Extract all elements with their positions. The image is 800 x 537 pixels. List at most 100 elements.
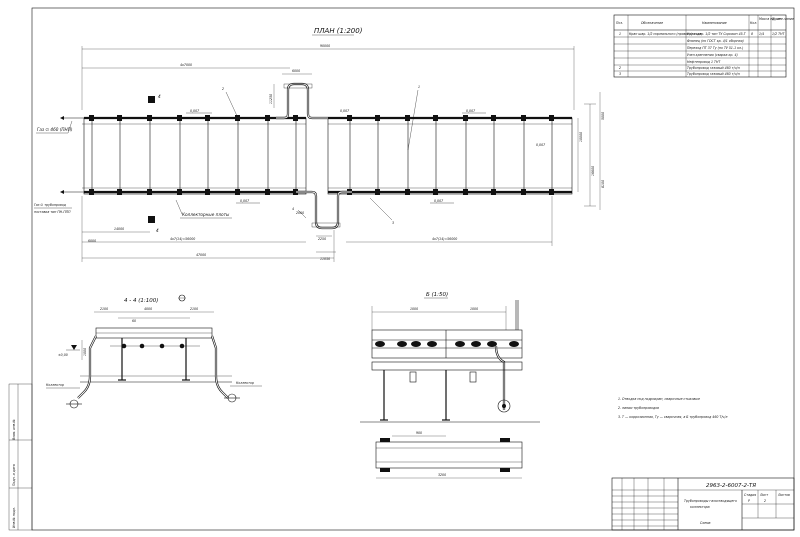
spec-header-mass: Масса ед., кг bbox=[759, 17, 781, 21]
dim-loop-c: 2000 bbox=[296, 211, 304, 215]
spec-cell: Трубопровод газовый 460 т/ч/л bbox=[687, 72, 740, 76]
section-marker-top-label: 4 bbox=[158, 94, 161, 99]
note-3: 3. Т — коррозионная, Ту — сварочная, а Б… bbox=[618, 415, 727, 419]
dim-bottom-small: 11050 bbox=[320, 257, 330, 261]
gas-outlet-label-1: Газ ∅ трубопровод bbox=[34, 203, 67, 207]
section-b-view: Б (1:50) 1000 1000 bbox=[360, 292, 540, 479]
section-a-dim-a: 2100 bbox=[100, 307, 108, 311]
section-marker-top bbox=[148, 96, 155, 103]
dim-side-4: 8100 bbox=[601, 180, 605, 188]
spec-header-pos: Поз. bbox=[616, 21, 623, 25]
section-b-valve bbox=[497, 399, 511, 413]
pos-3-label: 3 bbox=[392, 221, 394, 225]
slope-5: 0,007 bbox=[434, 199, 443, 203]
spec-header-note: Приме-чание bbox=[772, 17, 794, 21]
spec-cell: Трубопровод газовый 460 т/ч/л bbox=[687, 66, 740, 70]
title-sheet-label: Лист bbox=[759, 493, 768, 497]
drawing-name-2: коллектора bbox=[690, 505, 710, 509]
drawing-sheet-name: Схема bbox=[700, 521, 710, 525]
section-marker-bottom-label: 4 bbox=[156, 228, 159, 233]
dim-left-lower: 4х7(14)=56000 bbox=[170, 237, 195, 241]
section-b-nozzles bbox=[375, 341, 519, 347]
header-valves bbox=[89, 115, 554, 195]
left-laterals bbox=[91, 118, 297, 192]
spec-cell: 1 bbox=[619, 32, 621, 36]
section-b-dim-c: 1000 bbox=[470, 307, 478, 311]
spec-cell: Нефтепровод 1 ТНТ bbox=[687, 60, 721, 64]
slope-1: 0,007 bbox=[190, 109, 199, 113]
section-a-elevation: ±0,00 bbox=[58, 353, 68, 357]
section-a-label-left: Коллектор bbox=[46, 383, 64, 387]
spec-cell: 8 bbox=[751, 32, 753, 36]
left-binding-strip: Взам. инв.№ Подп. и дата Инв.№ подл. bbox=[8, 383, 33, 531]
spec-header-designation: Обозначение bbox=[641, 21, 663, 25]
dim-loop-w: 6000 bbox=[292, 69, 300, 73]
dim-left-edge-1: 6000 bbox=[88, 239, 96, 243]
section-b-title: Б (1:50) bbox=[426, 292, 448, 298]
notes: 1. Отводка под гидрокран, сварочные стык… bbox=[618, 397, 727, 419]
section-a-dim-e: 60 bbox=[132, 319, 136, 323]
section-a-dim-d: 1000 bbox=[83, 348, 87, 356]
spec-header-name: Наименование bbox=[702, 21, 727, 25]
expansion-loop-bottom bbox=[296, 190, 352, 230]
dim-side-3: 16600 bbox=[591, 166, 595, 176]
spec-table: Поз. Обозначение Наименование Кол. Масса… bbox=[613, 14, 794, 78]
spec-cell: Кран шар. 1/2 тип ТУ Сорокин 45-Т bbox=[687, 32, 747, 36]
sheet-frame bbox=[31, 7, 795, 531]
section-b-base bbox=[375, 441, 523, 469]
plan-view: ПЛАН (1:200) 90000 4х7000 6000 11250 bbox=[34, 27, 605, 262]
slope-3: 0,007 bbox=[340, 109, 349, 113]
title-block: 2963-2-6007-2-ТЯ Трубопроводы газоотводя… bbox=[611, 477, 795, 531]
spec-cell: 1/2 ТНТ bbox=[772, 32, 785, 36]
gas-outlet-label-2: поставка тип ПН-ППП bbox=[34, 210, 71, 214]
strip-label-2: Подп. и дата bbox=[12, 464, 16, 486]
section-b-dim-a: 1000 bbox=[410, 307, 418, 311]
title-stage-label: Стадия bbox=[744, 493, 756, 497]
pos-4-label: 4 bbox=[292, 207, 294, 211]
spec-header-qty: Кол. bbox=[750, 21, 757, 25]
dim-bottom-total: 47000 bbox=[196, 253, 206, 257]
section-a-label-right: Коллектор bbox=[236, 381, 254, 385]
drawing-name-1: Трубопроводы газоотводящего bbox=[684, 499, 737, 503]
gas-inlet-label: Газ ∅ 460 (ПНП) bbox=[37, 127, 73, 132]
right-laterals bbox=[349, 118, 553, 192]
dim-right-lower: 4х7(14)=56000 bbox=[432, 237, 457, 241]
title-stage-value: Р bbox=[748, 499, 750, 503]
right-field bbox=[327, 117, 573, 195]
section-a-view: 4 - 4 (1:100) 2100 4000 2100 60 bbox=[46, 294, 262, 409]
dim-loop-b: 2250 bbox=[318, 237, 326, 241]
plan-title: ПЛАН (1:200) bbox=[314, 27, 363, 35]
dim-left-edge-2: 14000 bbox=[114, 227, 124, 231]
section-b-dim-total: 3200 bbox=[438, 473, 446, 477]
slope-2: 0,007 bbox=[466, 109, 475, 113]
title-sheet-value: 2 bbox=[764, 499, 766, 503]
section-b-manifold bbox=[371, 329, 523, 359]
left-field bbox=[83, 117, 307, 195]
spec-cell: 1/4 bbox=[759, 32, 764, 36]
note-2: 2. линии трубопроводов bbox=[618, 406, 659, 410]
strip-label-3: Инв.№ подл. bbox=[12, 507, 16, 528]
dim-loop-h: 11250 bbox=[269, 94, 273, 104]
section-a-dim-c: 2100 bbox=[190, 307, 198, 311]
spec-cell: 3 bbox=[619, 72, 621, 76]
dim-side-1: 5000 bbox=[601, 112, 605, 120]
section-marker-bottom bbox=[148, 216, 155, 223]
pos-2-label: 2 bbox=[222, 87, 224, 91]
spec-cell: Переход ПТ 37 Ту (по ТУ 51-1 кл.) bbox=[687, 46, 743, 50]
pos-1-label: 1 bbox=[418, 85, 420, 89]
dim-overall-top: 90000 bbox=[320, 44, 330, 48]
collector-label: Коллекторные плоты bbox=[182, 212, 230, 217]
spec-cell: 2 bbox=[619, 66, 621, 70]
spec-cell: Узел крепления (сварка кр. 4) bbox=[687, 53, 738, 57]
slope-6: 0,007 bbox=[536, 143, 545, 147]
title-sheets-label: Листов bbox=[777, 493, 790, 497]
slope-4: 0,007 bbox=[240, 199, 249, 203]
spec-cell: Фланец (по ГОСТ кр. 4/1 сборная) bbox=[687, 39, 744, 43]
section-a-dim-b: 4000 bbox=[144, 307, 152, 311]
note-1: 1. Отводка под гидрокран, сварочные стык… bbox=[618, 397, 700, 401]
dim-left-top: 4х7000 bbox=[180, 63, 192, 67]
drawing-code: 2963-2-6007-2-ТЯ bbox=[706, 483, 756, 489]
dim-side-2: 10000 bbox=[579, 132, 583, 142]
spec-cell: Кран шар. 1/2 нормального (правого) хода bbox=[629, 32, 701, 36]
